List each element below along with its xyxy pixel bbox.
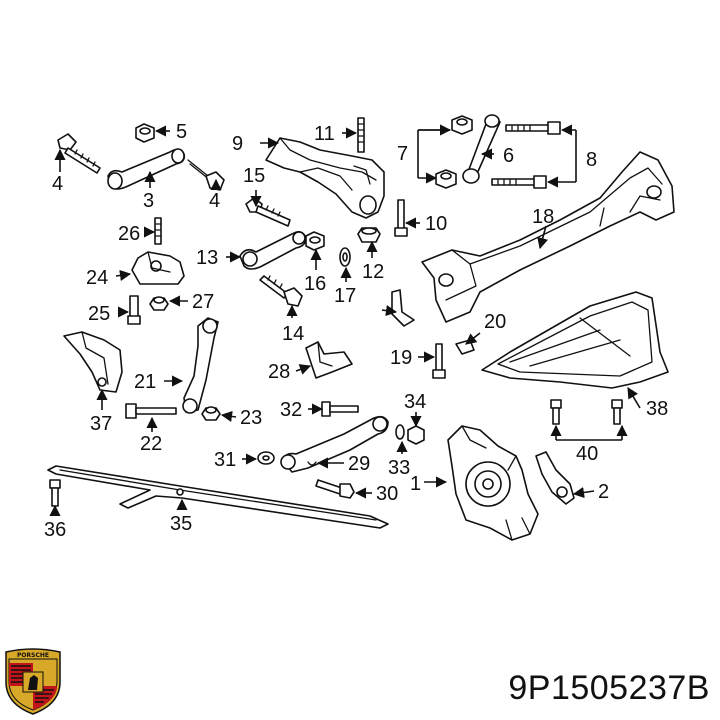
nut-17	[305, 231, 325, 251]
callout-29: 28	[268, 361, 290, 383]
callout-31: 30	[376, 483, 398, 505]
bolt-7-bottom	[491, 175, 547, 189]
wheel-carrier-1	[447, 425, 539, 541]
washer-18	[339, 247, 351, 267]
bolt-11	[394, 199, 408, 237]
callout-10: 9	[232, 133, 243, 155]
porsche-crest-logo: PORSCHE	[5, 648, 61, 715]
callout-5: 5	[176, 121, 187, 143]
callout-14: 13	[196, 247, 218, 269]
nut-35	[407, 425, 425, 445]
link-3	[107, 148, 186, 190]
callout-27: 26	[118, 223, 140, 245]
callout-25: 24	[86, 267, 108, 289]
callout-18: 17	[334, 285, 356, 307]
bolt-16	[245, 197, 291, 227]
clip-21	[455, 339, 475, 355]
bolt-23	[125, 403, 177, 419]
callout-39: 38	[646, 398, 668, 420]
washer-34	[395, 424, 405, 440]
callout-15: 14	[282, 323, 304, 345]
callout-22: 21	[134, 371, 156, 393]
bushing-28	[149, 296, 169, 311]
callout-3: 3	[143, 190, 154, 212]
clip-9	[391, 289, 415, 327]
callout-23: 22	[140, 433, 162, 455]
leader-lines	[49, 130, 641, 517]
bolt-40-right	[611, 399, 623, 425]
callout-20: 19	[390, 347, 412, 369]
bracket-2	[535, 451, 575, 505]
link-30	[280, 415, 389, 473]
callout-30: 29	[348, 453, 370, 475]
callout-8: 7	[397, 143, 408, 165]
bolt-37	[49, 479, 61, 507]
stud-12	[357, 117, 365, 153]
callout-38: 37	[90, 413, 112, 435]
callout-16: 15	[243, 165, 265, 187]
callout-6: 6	[503, 145, 514, 167]
brace-36	[47, 465, 389, 529]
callout-13: 12	[362, 261, 384, 283]
bolt-31	[315, 479, 355, 499]
logo-text: PORSCHE	[17, 652, 49, 659]
bolt-20	[432, 343, 446, 379]
callout-11: 10	[425, 213, 447, 235]
callout-4a: 4	[52, 173, 63, 195]
bolt-33	[321, 401, 359, 417]
bushing-8-top	[451, 115, 473, 135]
callout-2: 2	[598, 481, 609, 503]
callout-26: 25	[88, 303, 110, 325]
bolt-40-left	[550, 399, 562, 425]
link-14	[239, 230, 307, 270]
callout-36: 35	[170, 513, 192, 535]
callout-32: 31	[214, 449, 236, 471]
bracket-29	[305, 341, 353, 379]
bushing-8-bottom	[435, 169, 457, 189]
bolt-4-left	[57, 133, 101, 174]
washer-32	[257, 451, 275, 465]
control-arm-22	[182, 317, 219, 414]
callout-4b: 4	[209, 190, 220, 212]
callout-37: 36	[44, 519, 66, 541]
callout-21: 20	[484, 311, 506, 333]
bushing-13	[357, 227, 381, 243]
bracket-10	[265, 137, 385, 219]
bolt-4-center	[187, 159, 225, 191]
callout-33: 32	[280, 399, 302, 421]
callout-17: 16	[304, 273, 326, 295]
stud-27	[154, 217, 162, 245]
callout-28: 27	[192, 291, 214, 313]
panel-39	[481, 291, 669, 389]
callout-1: 1	[410, 473, 421, 495]
bushing-24	[201, 406, 221, 421]
bolt-15	[259, 275, 303, 307]
callout-34: 33	[388, 457, 410, 479]
callout-40: 40	[576, 443, 598, 465]
part-number: 9P1505237B	[508, 669, 710, 707]
callout-35: 34	[404, 391, 426, 413]
bracket-38	[63, 331, 123, 393]
mount-25	[131, 251, 185, 285]
bolt-26	[127, 295, 141, 325]
callout-24: 23	[240, 407, 262, 429]
nut-5	[135, 123, 155, 143]
callout-19: 18	[532, 206, 554, 228]
callout-12: 11	[314, 123, 335, 145]
bolt-7-top	[505, 121, 561, 135]
callout-numbers: 5 4 3 4 9 11 15 7 6 8 10 26 13 16 12 17 …	[44, 121, 668, 541]
callout-7: 8	[586, 149, 597, 171]
